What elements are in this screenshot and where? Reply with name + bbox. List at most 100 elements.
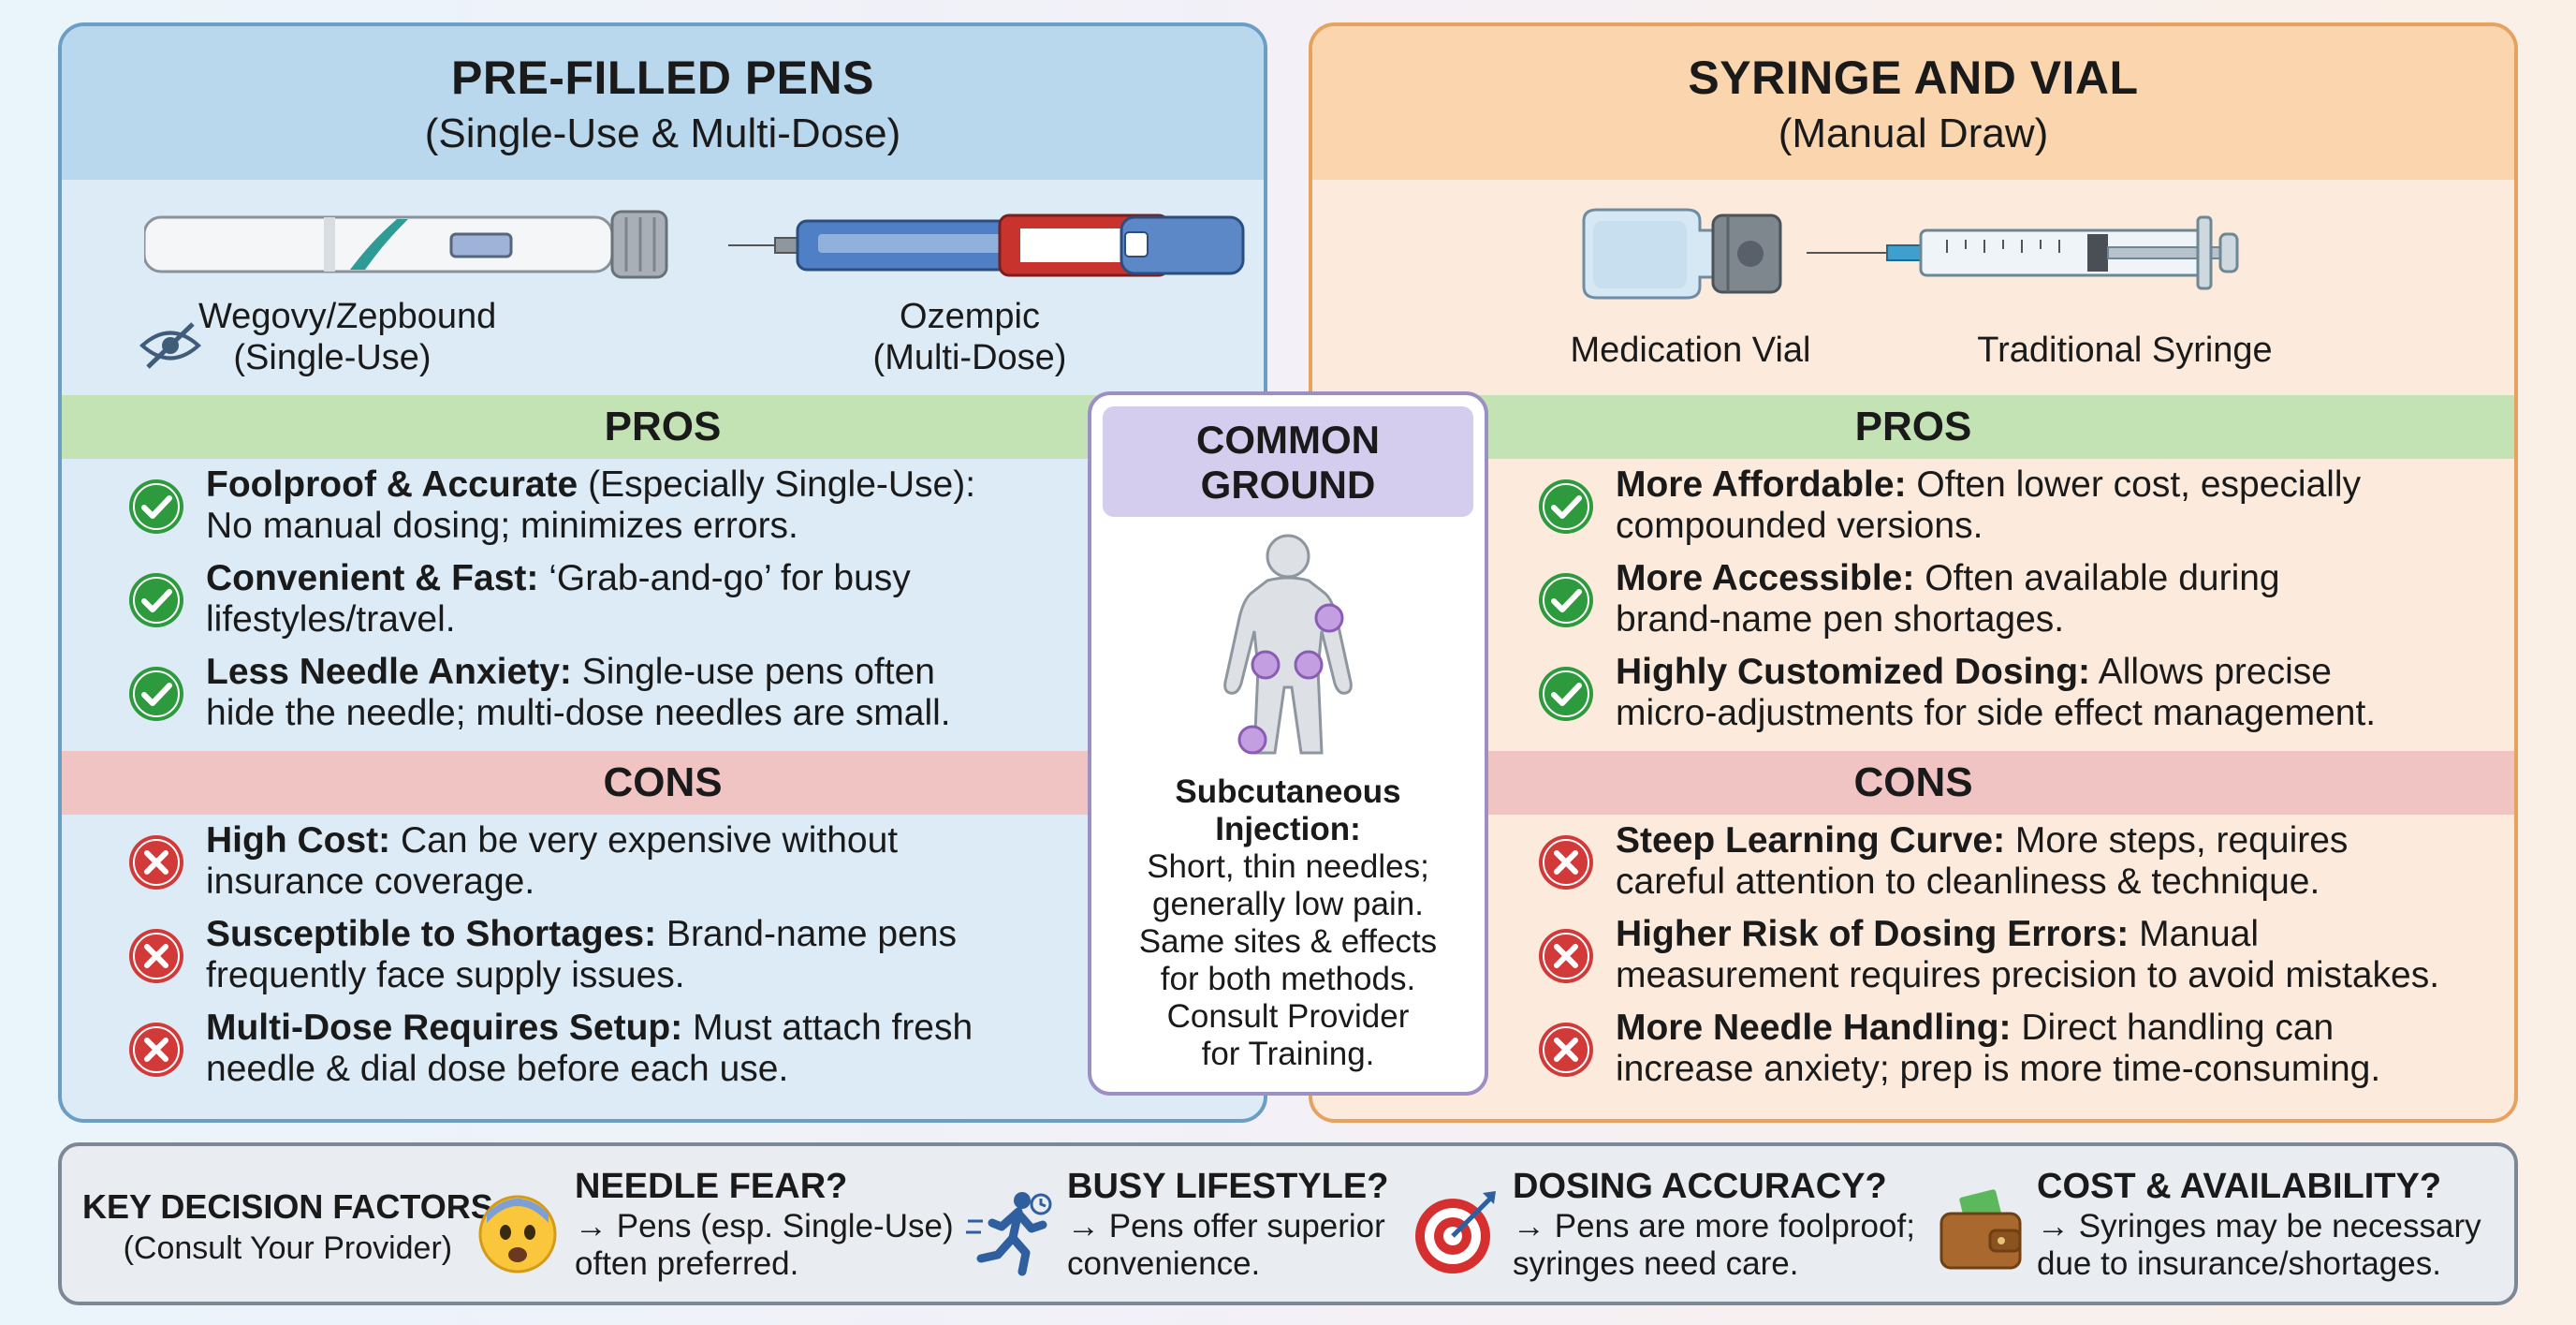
- list-item: Steep Learning Curve: More steps, requir…: [1537, 820, 2486, 914]
- item-text: More steps, requires: [2005, 820, 2349, 861]
- common-ground-card: COMMON GROUND Subcutaneous Injection: Sh…: [1088, 391, 1488, 1096]
- item-bold: More Needle Handling:: [1616, 1008, 2012, 1048]
- item-text: hide the needle; multi-dose needles are …: [206, 693, 951, 733]
- item-bold: Convenient & Fast:: [206, 558, 539, 598]
- factor-line: → Syringes may be necessary: [2037, 1208, 2481, 1244]
- eye-slash-icon: [139, 322, 201, 369]
- item-bold: High Cost:: [206, 820, 391, 861]
- title-line: COMMON: [1196, 418, 1380, 462]
- ozempic-label: Ozempic (Multi-Dose): [829, 296, 1110, 378]
- pens-cons-list: High Cost: Can be very expensive without…: [127, 820, 1236, 1101]
- factor-text: DOSING ACCURACY? → Pens are more foolpro…: [1513, 1165, 1915, 1283]
- pens-pros-list: Foolproof & Accurate (Especially Single-…: [127, 464, 1236, 745]
- common-ground-line: for Training.: [1201, 1036, 1375, 1072]
- item-text: Allows precise: [2090, 652, 2332, 692]
- factor-line: → Pens (esp. Single-Use): [575, 1208, 954, 1244]
- pen-devices: Wegovy/Zepbound (Single-Use) Ozempic (Mu…: [62, 180, 1264, 399]
- fearful-face-icon: [472, 1185, 564, 1277]
- syringe-cons-list: Steep Learning Curve: More steps, requir…: [1537, 820, 2486, 1101]
- body-injection-sites-icon: [1223, 534, 1353, 755]
- check-icon: [127, 478, 185, 536]
- factor-title: DOSING ACCURACY?: [1513, 1167, 1887, 1206]
- item-bold: Susceptible to Shortages:: [206, 914, 657, 954]
- medication-vial-label: Medication Vial: [1570, 331, 1811, 370]
- item-text: careful attention to cleanliness & techn…: [1616, 861, 2320, 902]
- item-text: Single-use pens often: [571, 652, 935, 692]
- cons-heading: CONS: [62, 751, 1264, 815]
- list-item: Less Needle Anxiety: Single-use pens oft…: [127, 652, 1236, 745]
- item-text: increase anxiety; prep is more time-cons…: [1616, 1049, 2381, 1089]
- panel-subtitle: (Single-Use & Multi-Dose): [424, 110, 901, 156]
- item-text: needle & dial dose before each use.: [206, 1049, 789, 1089]
- item-text: Manual: [2129, 914, 2259, 954]
- single-use-pen-illustration: [144, 210, 668, 279]
- subcutaneous-heading: Injection:: [1215, 811, 1361, 847]
- syringe-pros-list: More Affordable: Often lower cost, espec…: [1537, 464, 2486, 745]
- title-line: GROUND: [1200, 463, 1376, 507]
- cross-icon: [127, 927, 185, 985]
- traditional-syringe-label: Traditional Syringe: [1977, 331, 2273, 370]
- wallet-icon: [1934, 1185, 2026, 1277]
- factor-text: COST & AVAILABILITY? → Syringes may be n…: [2037, 1165, 2481, 1283]
- check-icon: [1537, 478, 1595, 536]
- factor-line: due to insurance/shortages.: [2037, 1245, 2441, 1282]
- factor-title: NEEDLE FEAR?: [575, 1167, 848, 1206]
- item-bold: Foolproof & Accurate: [206, 464, 578, 505]
- footer-subtitle: (Consult Your Provider): [123, 1230, 453, 1266]
- check-icon: [1537, 665, 1595, 723]
- item-text: micro-adjustments for side effect manage…: [1616, 693, 2377, 733]
- item-text: Often available during: [1914, 558, 2280, 598]
- list-item: Highly Customized Dosing: Allows precise…: [1537, 652, 2486, 745]
- item-text: Brand-name pens: [656, 914, 957, 954]
- device-name: Ozempic: [900, 297, 1040, 336]
- factor-line: often preferred.: [575, 1245, 799, 1282]
- factor-line: → Pens are more foolproof;: [1513, 1208, 1915, 1244]
- list-item: High Cost: Can be very expensive without…: [127, 820, 1236, 914]
- pre-filled-pens-header: PRE-FILLED PENS (Single-Use & Multi-Dose…: [62, 26, 1264, 180]
- key-decision-factors-bar: KEY DECISION FACTORS (Consult Your Provi…: [58, 1142, 2518, 1305]
- item-text: brand-name pen shortages.: [1616, 599, 2065, 640]
- list-item: Foolproof & Accurate (Especially Single-…: [127, 464, 1236, 558]
- item-bold: Multi-Dose Requires Setup:: [206, 1008, 683, 1048]
- pre-filled-pens-panel: PRE-FILLED PENS (Single-Use & Multi-Dose…: [58, 22, 1267, 1123]
- factor-text: NEEDLE FEAR? → Pens (esp. Single-Use) of…: [575, 1165, 954, 1283]
- panel-title: PRE-FILLED PENS: [451, 52, 874, 104]
- item-bold: Highly Customized Dosing:: [1616, 652, 2090, 692]
- cross-icon: [1537, 1021, 1595, 1079]
- item-bold: More Accessible:: [1616, 558, 1915, 598]
- multi-dose-pen-illustration: [728, 213, 1245, 277]
- item-bold: Less Needle Anxiety:: [206, 652, 572, 692]
- factor-title: COST & AVAILABILITY?: [2037, 1167, 2442, 1206]
- traditional-syringe-illustration: [1807, 215, 2239, 290]
- check-icon: [1537, 571, 1595, 629]
- wegovy-zepbound-label: Wegovy/Zepbound (Single-Use): [198, 296, 496, 378]
- factor-text: BUSY LIFESTYLE? → Pens offer superior co…: [1067, 1165, 1388, 1283]
- syringe-and-vial-header: SYRINGE AND VIAL (Manual Draw): [1312, 26, 2514, 180]
- panel-title: SYRINGE AND VIAL: [1688, 52, 2139, 104]
- item-text: No manual dosing; minimizes errors.: [206, 506, 798, 546]
- target-icon: [1410, 1185, 1501, 1277]
- cross-icon: [1537, 927, 1595, 985]
- item-text: frequently face supply issues.: [206, 955, 685, 995]
- item-bold: Steep Learning Curve:: [1616, 820, 2006, 861]
- common-ground-line: generally low pain.: [1152, 886, 1424, 922]
- list-item: Susceptible to Shortages: Brand-name pen…: [127, 914, 1236, 1008]
- common-ground-line: for both methods.: [1160, 961, 1416, 997]
- item-text: insurance coverage.: [206, 861, 535, 902]
- item-text: Can be very expensive without: [390, 820, 899, 861]
- common-ground-line: Same sites & effects: [1138, 923, 1438, 960]
- cross-icon: [1537, 833, 1595, 891]
- list-item: More Needle Handling: Direct handling ca…: [1537, 1008, 2486, 1101]
- pros-heading: PROS: [1312, 395, 2514, 459]
- vial-syringe-devices: Medication Vial Traditional Syringe: [1312, 180, 2514, 399]
- check-icon: [127, 665, 185, 723]
- common-ground-line: Short, thin needles;: [1147, 848, 1429, 885]
- syringe-and-vial-panel: SYRINGE AND VIAL (Manual Draw) Me: [1309, 22, 2518, 1123]
- list-item: Multi-Dose Requires Setup: Must attach f…: [127, 1008, 1236, 1101]
- item-text: Must attach fresh: [682, 1008, 973, 1048]
- device-type: (Multi-Dose): [872, 338, 1067, 377]
- common-ground-line: Consult Provider: [1166, 998, 1410, 1035]
- list-item: Convenient & Fast: ‘Grab-and-go’ for bus…: [127, 558, 1236, 652]
